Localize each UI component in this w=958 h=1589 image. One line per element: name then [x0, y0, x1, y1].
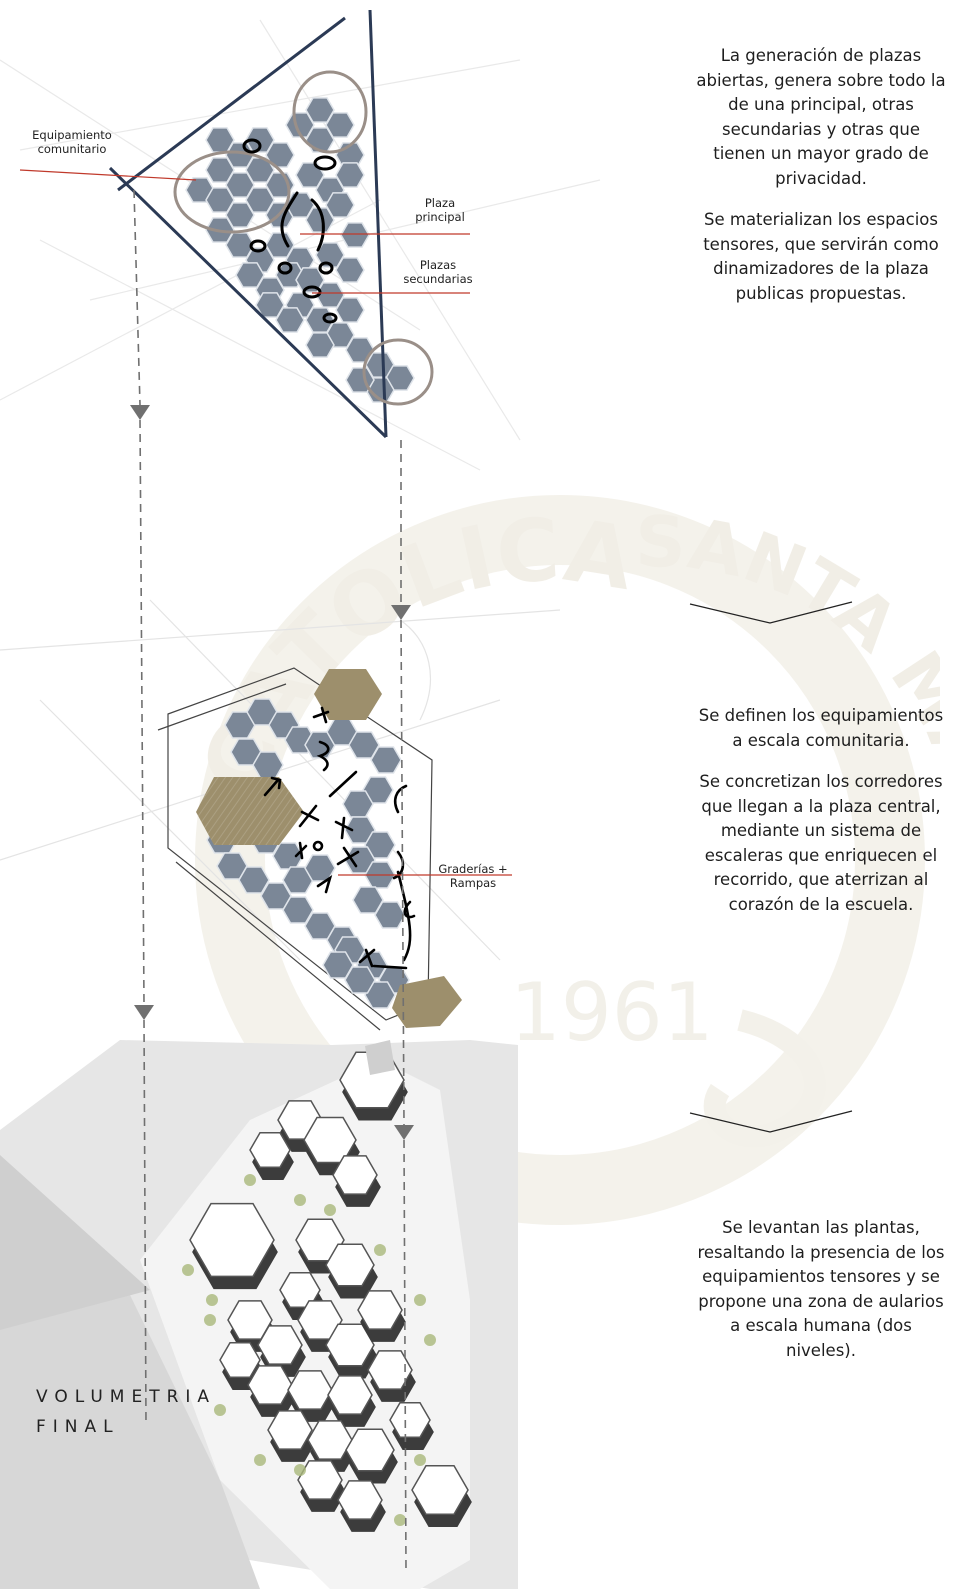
building-volume — [345, 1428, 395, 1472]
description-block-1: La generación de plazas abiertas, genera… — [696, 44, 946, 323]
site-triangle-outline — [108, 9, 388, 439]
label-equipamiento: Equipamiento comunitario — [32, 128, 112, 156]
guide-arrows — [133, 189, 407, 1571]
hex-module — [238, 866, 270, 894]
hex-module — [374, 901, 406, 929]
building-volume — [219, 1341, 261, 1379]
tree-icon — [182, 1264, 194, 1276]
final-volumetry-render — [0, 1040, 518, 1589]
label-plazas-secundarias: Plazas secundarias — [403, 258, 473, 286]
hex-module — [364, 981, 396, 1009]
plaza-sketch-marks — [242, 138, 338, 324]
building-volume — [367, 1350, 413, 1390]
section-separators — [689, 601, 853, 1133]
hex-module — [325, 112, 355, 138]
building-volume — [247, 1365, 293, 1405]
final-volumetry-title: VOLUMETRIA FINAL — [36, 1382, 216, 1442]
hex-module — [335, 297, 365, 323]
hex-module — [344, 966, 376, 994]
community-equipment-blocks — [196, 669, 462, 1028]
equipment-zone-circles — [173, 70, 434, 406]
building-volume — [337, 1480, 383, 1520]
final-title-line-1: VOLUMETRIA — [36, 1387, 217, 1407]
building-volume — [297, 1460, 343, 1500]
description-1-paragraph-1: La generación de plazas abiertas, genera… — [696, 46, 946, 188]
tree-icon — [204, 1314, 216, 1326]
building-volume — [411, 1465, 469, 1515]
hex-module — [335, 162, 365, 188]
building-volume — [249, 1131, 291, 1169]
building-volume — [327, 1375, 373, 1415]
tree-icon — [374, 1244, 386, 1256]
tree-icon — [424, 1334, 436, 1346]
access-ramp — [365, 1040, 395, 1075]
description-block-3: Se levantan las plantas, resaltando la p… — [696, 1216, 946, 1380]
circulation-sketch-marks — [263, 706, 416, 970]
label-plaza-principal: Plaza principal — [415, 196, 465, 224]
description-2-paragraph-2: Se concretizan los corredores que llegan… — [699, 772, 943, 914]
building-volume — [307, 1420, 353, 1460]
svg-text:1961: 1961 — [510, 966, 714, 1059]
hex-module — [325, 192, 355, 218]
tree-icon — [244, 1174, 256, 1186]
tree-icon — [294, 1194, 306, 1206]
guide-arrowheads — [130, 405, 414, 1140]
building-volume — [267, 1410, 313, 1450]
tree-icon — [294, 1464, 306, 1476]
hex-module — [370, 746, 402, 774]
tree-icon — [206, 1294, 218, 1306]
hex-module — [364, 831, 396, 859]
tree-icon — [414, 1454, 426, 1466]
hex-module — [282, 896, 314, 924]
description-2-paragraph-1: Se definen los equipamientos a escala co… — [698, 706, 944, 750]
description-block-2: Se definen los equipamientos a escala co… — [696, 704, 946, 934]
building-volume — [357, 1290, 403, 1330]
building-volume — [389, 1401, 431, 1439]
hexagon-modules-diagram-2 — [206, 698, 410, 1009]
description-3-paragraph-1: Se levantan las plantas, resaltando la p… — [697, 1218, 945, 1360]
description-1-paragraph-2: Se materializan los espacios tensores, q… — [703, 210, 939, 303]
building-volume — [257, 1325, 303, 1365]
tree-icon — [324, 1204, 336, 1216]
building-volume — [332, 1155, 378, 1195]
tree-icon — [254, 1454, 266, 1466]
hex-module — [362, 776, 394, 804]
hex-module — [272, 842, 304, 870]
building-volume — [189, 1202, 275, 1278]
hex-module — [275, 307, 305, 333]
hex-module — [340, 222, 370, 248]
hex-module — [305, 127, 335, 153]
building-volume — [325, 1243, 375, 1287]
final-title-line-2: FINAL — [36, 1417, 120, 1437]
hex-module — [252, 751, 284, 779]
hex-module — [322, 951, 354, 979]
leader-lines-1 — [19, 169, 470, 294]
hex-module — [335, 257, 365, 283]
tree-icon — [214, 1404, 226, 1416]
label-graderias: Graderías + Rampas — [438, 862, 508, 890]
hexagon-modules-diagram-1 — [185, 97, 415, 403]
hex-module — [342, 790, 374, 818]
tree-icon — [414, 1294, 426, 1306]
building-volume — [287, 1370, 333, 1410]
hex-module — [265, 142, 295, 168]
hex-module — [305, 332, 335, 358]
tree-icon — [394, 1514, 406, 1526]
